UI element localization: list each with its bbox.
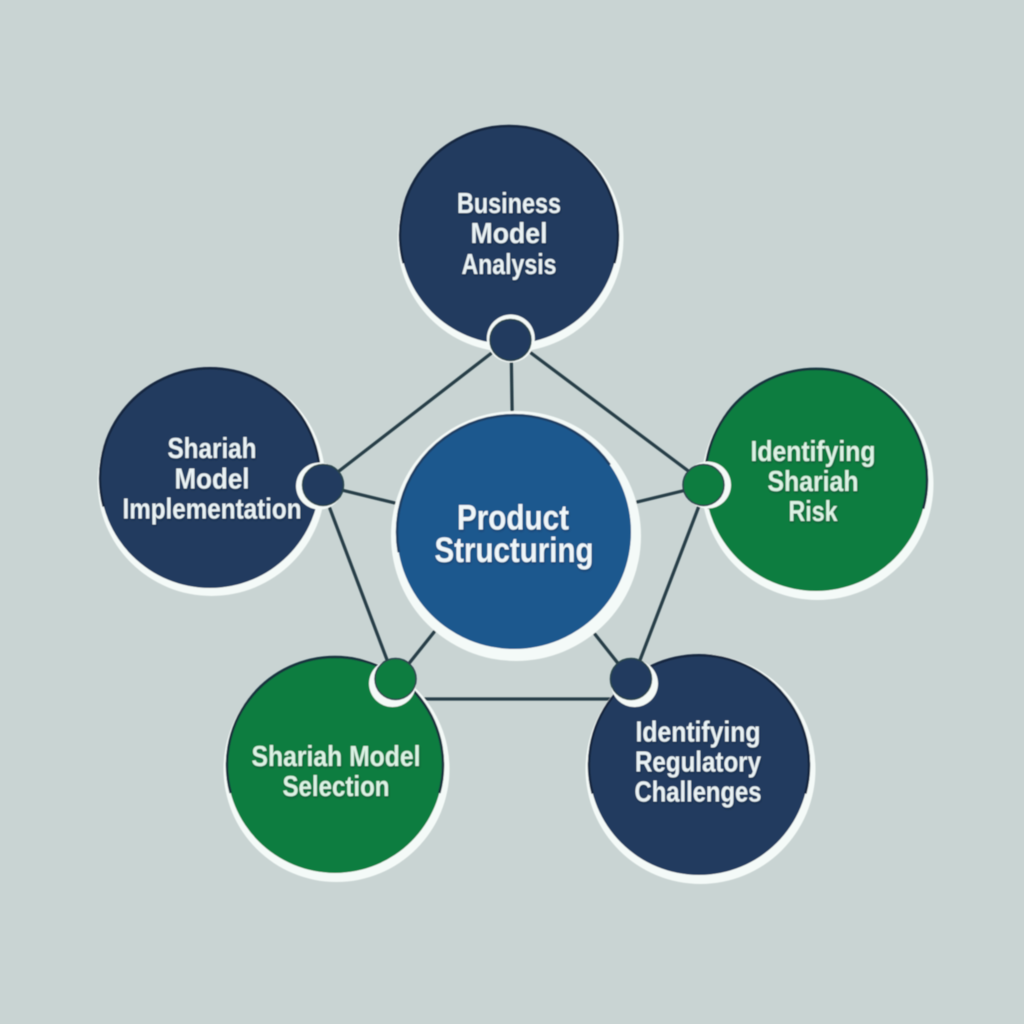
svg-text:Identifying: Identifying <box>751 436 876 468</box>
svg-text:Product: Product <box>457 499 569 538</box>
svg-text:Risk: Risk <box>789 496 839 528</box>
svg-text:Shariah: Shariah <box>168 433 257 465</box>
svg-text:Structuring: Structuring <box>435 531 594 570</box>
svg-text:Identifying: Identifying <box>636 717 761 749</box>
svg-text:Selection: Selection <box>283 771 390 803</box>
svg-text:Model: Model <box>471 218 548 250</box>
svg-text:Shariah: Shariah <box>768 466 859 498</box>
svg-text:Model: Model <box>175 464 250 496</box>
svg-text:Shariah Model: Shariah Model <box>252 741 421 773</box>
svg-text:Analysis: Analysis <box>462 249 557 281</box>
svg-text:Business: Business <box>457 188 561 220</box>
svg-text:Implementation: Implementation <box>123 494 302 526</box>
svg-text:Challenges: Challenges <box>635 777 762 809</box>
svg-text:Regulatory: Regulatory <box>635 747 761 779</box>
